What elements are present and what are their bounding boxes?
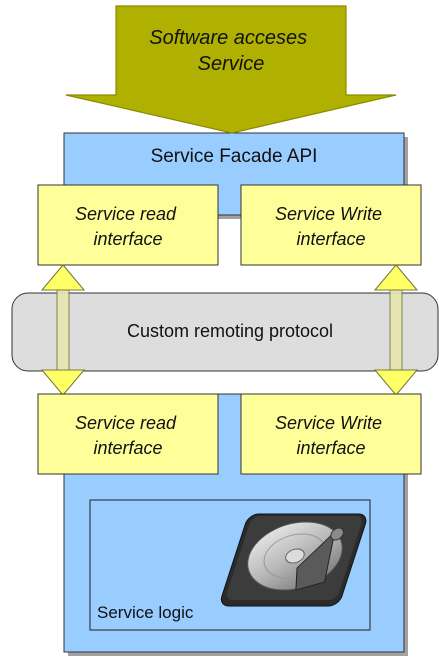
top-write-interface: Service Write interface: [240, 184, 422, 266]
svg-text:Service read interface: Service read interface: [75, 204, 181, 249]
bottom-write-interface: Service Write interface: [240, 393, 422, 475]
remoting-protocol-band: Custom remoting protocol: [11, 292, 439, 372]
service-logic-label: Service logic: [97, 603, 194, 622]
remoting-protocol-label: Custom remoting protocol: [127, 321, 333, 341]
bottom-read-interface: Service read interface: [37, 393, 219, 475]
client-access-text: Software acceses Service: [149, 27, 312, 75]
svg-text:Service Write interface: Service Write interface: [275, 204, 387, 249]
top-read-interface: Service read interface: [37, 184, 219, 266]
write-double-arrow: [373, 264, 419, 396]
hard-disk-icon: [220, 513, 367, 607]
svg-text:Service Write interface: Service Write interface: [275, 413, 387, 458]
service-facade-label: Service Facade API: [151, 146, 318, 167]
client-access-arrow: Software acceses Service: [65, 5, 397, 134]
svg-text:Service read interface: Service read interface: [75, 413, 181, 458]
